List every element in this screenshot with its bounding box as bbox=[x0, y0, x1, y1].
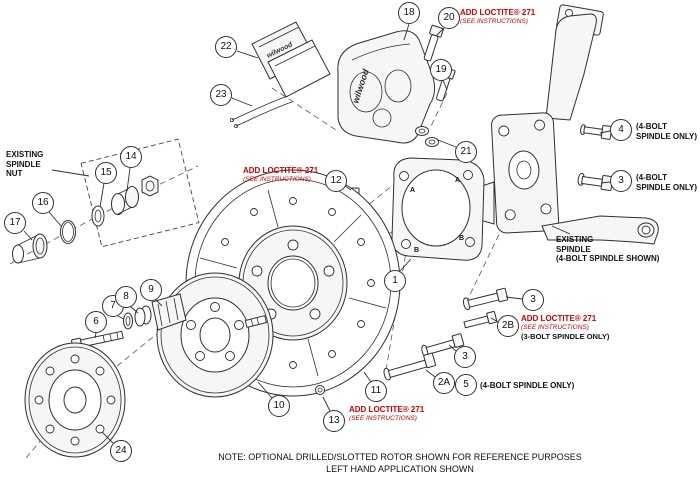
bracket-hole-label-b1: B bbox=[414, 247, 419, 254]
spindle-nut-group bbox=[12, 138, 200, 264]
spindle-studs bbox=[577, 124, 614, 191]
annotation-rotor-hat: ADD LOCTITE® 271(SEE INSTRUCTIONS) bbox=[349, 405, 425, 422]
callout-3: 3 bbox=[610, 170, 632, 192]
callout-21: 21 bbox=[455, 141, 477, 163]
callout-3: 3 bbox=[454, 346, 476, 368]
annotation-main: ADD LOCTITE® 271 bbox=[349, 405, 425, 414]
callout-15: 15 bbox=[95, 162, 117, 184]
note-line-1: NOTE: OPTIONAL DRILLED/SLOTTED ROTOR SHO… bbox=[218, 452, 582, 462]
callout-12: 12 bbox=[325, 170, 347, 192]
callout-8: 8 bbox=[115, 286, 137, 308]
label-four-bolt-b: (4-BOLT SPINDLE ONLY) bbox=[636, 173, 698, 192]
callout-24: 24 bbox=[110, 440, 132, 462]
callout-5: 5 bbox=[455, 374, 477, 396]
callout-2B: 2B bbox=[497, 315, 519, 337]
callout-4: 4 bbox=[610, 119, 632, 141]
callout-10: 10 bbox=[268, 395, 290, 417]
callout-3: 3 bbox=[522, 289, 544, 311]
leader-lines bbox=[23, 23, 611, 444]
callout-2A: 2A bbox=[433, 372, 455, 394]
label-four-bolt-c: (4-BOLT SPINDLE ONLY) bbox=[480, 381, 575, 390]
callout-13: 13 bbox=[323, 410, 345, 432]
annotation-sub: (SEE INSTRUCTIONS) bbox=[349, 414, 417, 422]
callout-1: 1 bbox=[384, 270, 406, 292]
callout-20: 20 bbox=[438, 7, 460, 29]
label-existing-spindle-nut: EXISTING SPINDLE NUT bbox=[6, 150, 44, 179]
annotation-extra: (3-BOLT SPINDLE ONLY) bbox=[521, 332, 610, 342]
callout-23: 23 bbox=[210, 84, 232, 106]
annotation-three-bolt: ADD LOCTITE® 271(SEE INSTRUCTIONS)(3-BOL… bbox=[521, 314, 610, 342]
callout-18: 18 bbox=[398, 2, 420, 24]
annotation-main: ADD LOCTITE® 271 bbox=[521, 314, 597, 323]
annotation-sub: (SEE INSTRUCTIONS) bbox=[521, 323, 589, 331]
hub bbox=[156, 272, 274, 398]
callout-9: 9 bbox=[140, 279, 162, 301]
bracket-hole-label-a2: A bbox=[455, 177, 460, 184]
bracket-hole-label-b2: B bbox=[459, 235, 464, 242]
pad-springs bbox=[229, 95, 293, 129]
bottom-note: NOTE: OPTIONAL DRILLED/SLOTTED ROTOR SHO… bbox=[150, 451, 650, 475]
lower-hardware bbox=[383, 287, 509, 381]
annotation-sub: (SEE INSTRUCTIONS) bbox=[460, 17, 528, 25]
callout-22: 22 bbox=[215, 36, 237, 58]
brake-pads: wilwood bbox=[251, 21, 331, 98]
annotation-sub: (SEE INSTRUCTIONS) bbox=[243, 175, 311, 183]
callout-17: 17 bbox=[4, 212, 26, 234]
drive-flange bbox=[24, 342, 126, 458]
callout-14: 14 bbox=[120, 146, 142, 168]
label-four-bolt-a: (4-BOLT SPINDLE ONLY) bbox=[636, 122, 698, 141]
callout-11: 11 bbox=[365, 380, 387, 402]
callout-19: 19 bbox=[430, 59, 452, 81]
note-line-2: LEFT HAND APPLICATION SHOWN bbox=[326, 464, 474, 475]
callout-16: 16 bbox=[32, 192, 54, 214]
callout-6: 6 bbox=[85, 311, 107, 333]
annotation-top-bolt: ADD LOCTITE® 271(SEE INSTRUCTIONS) bbox=[460, 8, 536, 25]
annotation-bracket-bolt: ADD LOCTITE® 271(SEE INSTRUCTIONS) bbox=[243, 166, 319, 183]
bracket-hole-label-a1: A bbox=[410, 187, 415, 194]
annotation-main: ADD LOCTITE® 271 bbox=[460, 8, 536, 17]
label-existing-spindle: EXISTING SPINDLE (4-BOLT SPINDLE SHOWN) bbox=[556, 235, 660, 264]
annotation-main: ADD LOCTITE® 271 bbox=[243, 166, 319, 175]
caliper: wilwood bbox=[337, 30, 436, 144]
mount-washers bbox=[415, 126, 439, 147]
caliper-bracket: A A B B bbox=[391, 157, 485, 261]
